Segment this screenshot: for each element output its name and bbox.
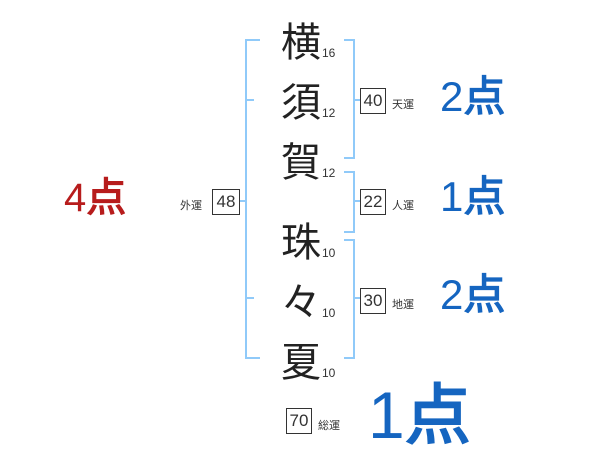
outer-bracket bbox=[245, 39, 260, 359]
tenkaku-label: 天運 bbox=[392, 98, 414, 111]
name-char-1: 横 bbox=[281, 20, 321, 66]
stroke-count-6: 10 bbox=[322, 366, 336, 380]
tenkaku-score: 2点 bbox=[440, 76, 505, 118]
stroke-count-2: 12 bbox=[322, 106, 336, 120]
stroke-count-4: 10 bbox=[322, 246, 336, 260]
soukaku-unit: 点 bbox=[404, 378, 471, 452]
name-char-3: 賀 bbox=[281, 140, 321, 186]
jinkaku-points: 1 bbox=[440, 173, 464, 220]
jinkaku-bracket bbox=[344, 171, 355, 233]
tenkaku-value-box: 40 bbox=[360, 88, 386, 114]
soukaku-value-box: 70 bbox=[286, 408, 312, 434]
jinkaku-score: 1点 bbox=[440, 176, 505, 218]
tenkaku-points: 2 bbox=[440, 73, 464, 120]
stroke-count-1: 16 bbox=[322, 46, 336, 60]
stroke-count-3: 12 bbox=[322, 166, 336, 180]
soukaku-points: 1 bbox=[368, 378, 405, 452]
chikaku-bracket bbox=[344, 239, 355, 359]
stroke-count-5: 10 bbox=[322, 306, 336, 320]
soukaku-label: 総運 bbox=[318, 419, 340, 432]
jinkaku-label: 人運 bbox=[392, 199, 414, 212]
jinkaku-unit: 点 bbox=[463, 173, 506, 220]
chikaku-points: 2 bbox=[440, 271, 464, 318]
name-char-2: 須 bbox=[281, 80, 321, 126]
gaikaku-points: 4 bbox=[64, 176, 87, 220]
gaikaku-unit: 点 bbox=[86, 176, 127, 220]
jinkaku-value-box: 22 bbox=[360, 189, 386, 215]
chikaku-unit: 点 bbox=[463, 271, 506, 318]
name-char-4: 珠 bbox=[281, 220, 321, 266]
soukaku-score: 1点 bbox=[368, 382, 471, 448]
chikaku-label: 地運 bbox=[392, 298, 414, 311]
gaikaku-value-box: 48 bbox=[212, 189, 240, 215]
chikaku-score: 2点 bbox=[440, 274, 505, 316]
tenkaku-bracket bbox=[344, 39, 355, 159]
chikaku-value-box: 30 bbox=[360, 288, 386, 314]
gaikaku-label: 外運 bbox=[180, 199, 202, 212]
name-char-5: 々 bbox=[281, 280, 321, 326]
gaikaku-score: 4点 bbox=[64, 178, 126, 218]
tenkaku-unit: 点 bbox=[463, 73, 506, 120]
name-char-6: 夏 bbox=[281, 340, 321, 386]
